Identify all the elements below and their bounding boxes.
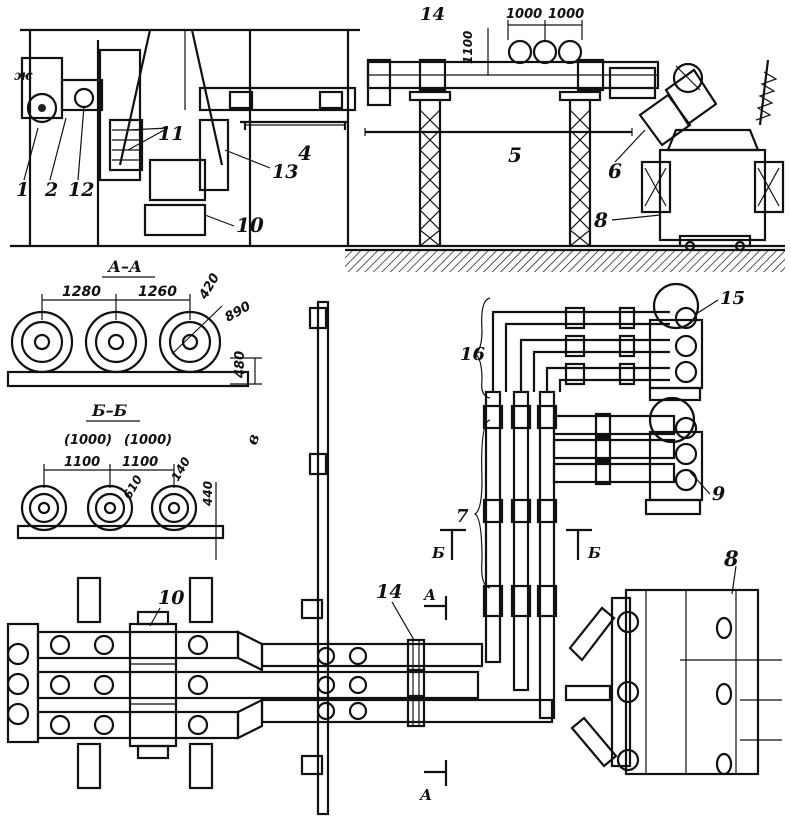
callout-7: 7 [456, 506, 469, 527]
cut-a-bottom: А [419, 786, 432, 804]
callout-8-bottom: 8 [723, 546, 739, 571]
callout-12: 12 [68, 179, 94, 201]
aux-transformer-15 [648, 282, 704, 402]
dim-1000-a-top: 1000 [506, 7, 542, 22]
callout-11: 11 [158, 123, 184, 145]
ground-hatch [345, 250, 785, 272]
dim-aa-890: 890 [223, 299, 254, 326]
dim-aa-480: 480 [233, 351, 248, 379]
dim-aa-420: 420 [196, 271, 223, 303]
expansion-joints [406, 638, 426, 728]
dim-bb-440: 440 [201, 481, 215, 507]
aux-transformer-9 [644, 396, 704, 516]
callout-10-bottom: 10 [158, 587, 184, 609]
lattice-tower-right [558, 90, 602, 247]
cut-b-right: Б [587, 544, 601, 562]
dim-bb-140: 140 [168, 455, 193, 484]
riser-group-7 [482, 390, 558, 720]
lattice-tower-left [408, 90, 452, 247]
callout-14-top: 14 [420, 4, 445, 25]
dim-aa-1260: 1260 [138, 284, 177, 300]
callout-14-bottom: 14 [376, 581, 402, 603]
callout-1: 1 [16, 179, 29, 201]
section-aa: А–А 1280 1260 420 890 480 [6, 257, 262, 388]
callout-15: 15 [720, 288, 745, 309]
transformer-elevation [608, 59, 785, 252]
dim-1000-b-top: 1000 [548, 7, 584, 22]
dim-bb-610: 610 [120, 473, 145, 502]
dim-bb-paren-1000-b: (1000) [124, 433, 172, 448]
callout-10-top: 10 [236, 213, 264, 237]
bus-run-phase-1 [36, 630, 484, 672]
cut-b-left: Б [431, 544, 445, 562]
dim-bb-1100-b: 1100 [122, 455, 158, 470]
elevation-view [10, 20, 785, 272]
callout-5: 5 [508, 143, 522, 167]
dim-bb-paren-1000-a: (1000) [64, 433, 112, 448]
branch-runs-9 [552, 412, 676, 486]
callout-2: 2 [44, 179, 58, 201]
callout-8-top: 8 [593, 208, 608, 232]
section-aa-title: А–А [107, 257, 142, 276]
callout-6: 6 [608, 159, 622, 183]
plan-view: А А Б Б [6, 282, 782, 816]
branch-runs-16 [491, 306, 670, 392]
cut-a-top: А [423, 586, 436, 604]
dim-bb-1100-a: 1100 [64, 455, 100, 470]
dim-aa-1280: 1280 [62, 284, 101, 300]
plan-letter: в [242, 431, 263, 447]
dim-1100-top: 1100 [461, 31, 475, 64]
bus-run-phase-3 [36, 698, 554, 740]
label-callout-ax: ж [14, 68, 33, 84]
section-bb: Б–Б (1000) (1000) 1100 1100 140 610 440 [16, 401, 225, 560]
callout-13: 13 [272, 161, 298, 183]
bus-run-phase-2 [36, 670, 480, 700]
section-bb-title: Б–Б [91, 401, 128, 420]
callout-4: 4 [298, 141, 312, 165]
callout-9: 9 [712, 483, 725, 505]
callout-16: 16 [460, 344, 486, 365]
main-transformer-plan [564, 588, 782, 776]
